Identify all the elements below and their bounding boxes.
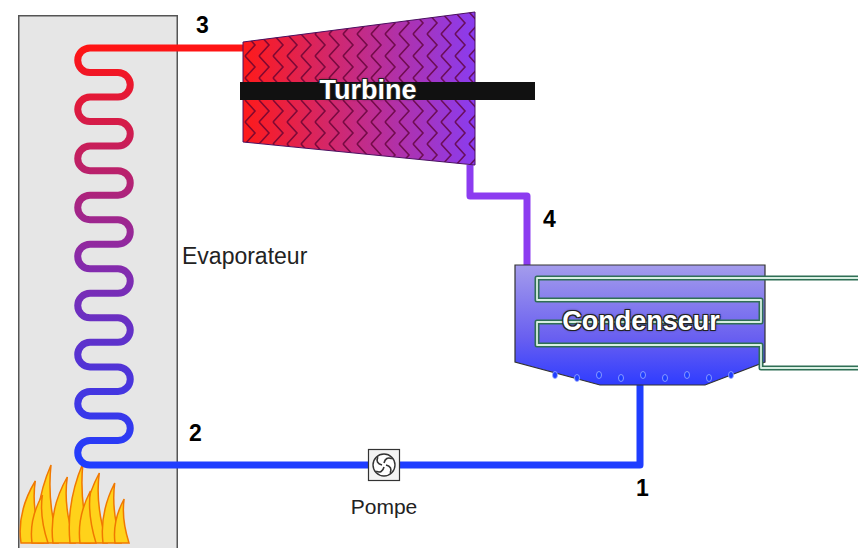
pump-blade xyxy=(386,465,391,473)
fluid-pipe xyxy=(400,385,640,465)
callout-number: 4 xyxy=(543,206,556,232)
evaporator-housing xyxy=(19,16,178,548)
node-label: Turbine xyxy=(320,75,417,106)
node-label: Evaporateur xyxy=(182,243,307,269)
fluid-pipe xyxy=(178,462,368,469)
node-label: Pompe xyxy=(351,495,418,519)
condensate-drop xyxy=(575,375,580,382)
node-label: Condenseur xyxy=(562,306,720,337)
turbine-shape: Turbine xyxy=(243,12,475,165)
condensate-drop xyxy=(663,375,668,382)
callout-number: 3 xyxy=(196,12,209,38)
condensate-drop xyxy=(641,372,646,379)
evaporator-coil xyxy=(78,48,178,465)
condensate-drop xyxy=(619,375,624,382)
condensate-drop xyxy=(597,372,602,379)
condenser-body xyxy=(515,265,765,385)
pump-blade xyxy=(384,458,392,463)
fluid-pipe xyxy=(178,45,243,52)
pump-symbol: Pompe xyxy=(368,449,400,481)
cooling-coil-core xyxy=(537,278,858,368)
condensate-drop xyxy=(553,372,558,379)
pump-blade xyxy=(377,457,382,465)
condensate-drop xyxy=(707,375,712,382)
pump-blade xyxy=(376,467,384,472)
evaporator-box: Evaporateur xyxy=(18,15,178,548)
condensate-drop xyxy=(685,372,690,379)
condenser-tank: Condenseur xyxy=(515,265,765,385)
callout-number: 2 xyxy=(189,420,202,446)
evaporator-box-graphic xyxy=(18,15,178,548)
pump-rotor xyxy=(373,454,395,476)
burner-flames xyxy=(20,463,129,543)
pump-housing xyxy=(369,450,400,481)
callout-number: 1 xyxy=(636,475,649,501)
cooling-coil xyxy=(537,278,858,368)
pump-symbol-graphic xyxy=(368,449,400,481)
condensate-drop xyxy=(729,372,734,379)
fluid-pipe xyxy=(470,165,527,265)
